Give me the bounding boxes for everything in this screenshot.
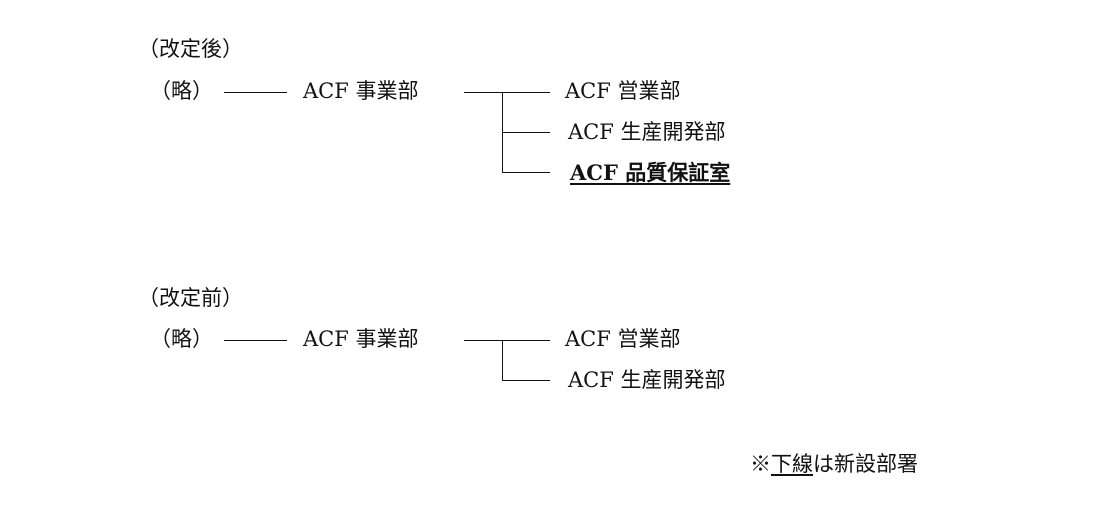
before-dept-sales: ACF 営業部 bbox=[565, 327, 681, 351]
before-branch-trunk bbox=[502, 340, 503, 380]
after-division-connector bbox=[464, 92, 550, 93]
after-division: ACF 事業部 bbox=[303, 79, 419, 103]
after-dept-production: ACF 生産開発部 bbox=[568, 120, 726, 144]
footnote: ※下線は新設部署 bbox=[750, 451, 918, 477]
footnote-mark: ※ bbox=[750, 452, 771, 476]
after-branch-2 bbox=[502, 172, 550, 173]
after-root-connector bbox=[224, 92, 287, 93]
before-root-connector bbox=[224, 340, 287, 341]
before-branch-1 bbox=[502, 380, 550, 381]
before-root-label: （略） bbox=[150, 327, 213, 351]
footnote-text: は新設部署 bbox=[813, 452, 918, 476]
after-dept-sales: ACF 営業部 bbox=[565, 79, 681, 103]
before-heading: （改定前） bbox=[138, 286, 243, 310]
after-dept-quality-assurance: ACF 品質保証室 bbox=[570, 160, 731, 185]
before-division: ACF 事業部 bbox=[303, 327, 419, 351]
after-branch-1 bbox=[502, 132, 550, 133]
before-division-connector bbox=[464, 340, 550, 341]
footnote-underlined-word: 下線 bbox=[771, 452, 813, 476]
after-heading: （改定後） bbox=[138, 37, 243, 61]
after-root-label: （略） bbox=[150, 79, 213, 103]
before-dept-production: ACF 生産開発部 bbox=[568, 368, 726, 392]
